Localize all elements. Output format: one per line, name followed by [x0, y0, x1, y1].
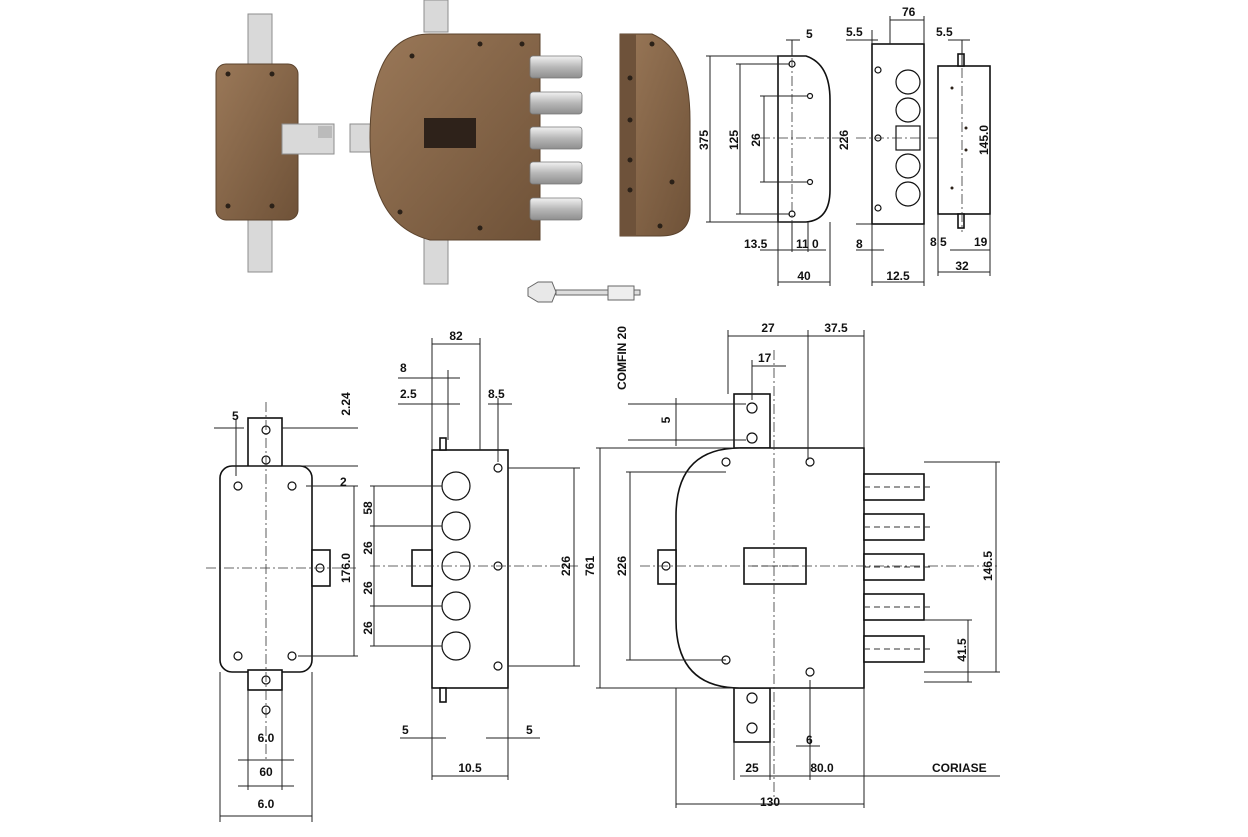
dim-bm-226: 226: [559, 556, 573, 576]
top-view-3: 5.5 145.0 8 5 19 32: [930, 25, 991, 276]
dim-bm-5a: 5: [402, 723, 409, 737]
dim-br-37-5: 37.5: [824, 321, 848, 335]
lock-body-photo: [215, 13, 335, 273]
dim-br-27: 27: [761, 321, 775, 335]
lock-side-photo: [619, 33, 691, 237]
dim-bm-26c: 26: [361, 621, 375, 635]
dim-v3-8-5: 8 5: [930, 235, 947, 249]
dim-bm-26a: 26: [361, 541, 375, 555]
dim-bl-6-0b: 6.0: [258, 797, 275, 811]
dim-bm-82: 82: [449, 329, 463, 343]
dim-v1-26: 26: [749, 133, 763, 147]
dim-v1-375: 375: [697, 130, 711, 150]
dim-br-41-5: 41.5: [955, 638, 969, 662]
bottom-right-view: COMFIN 20 27 37.5 17 5 226 146.5 41.5 6 …: [596, 321, 1000, 809]
dim-bm-761: 761: [583, 556, 597, 576]
dim-v1-11-0: 11 0: [796, 237, 819, 251]
dim-bl-6-0a: 6.0: [258, 731, 275, 745]
label-coriase: CORIASE: [932, 761, 987, 775]
dim-br-226: 226: [615, 556, 629, 576]
dim-bm-8-5: 8.5: [488, 387, 505, 401]
key-icon: [527, 281, 641, 303]
dim-v2-12-5: 12.5: [886, 269, 910, 283]
label-comfin-20: COMFIN 20: [615, 326, 629, 390]
dim-br-146-5: 146.5: [981, 551, 995, 581]
dim-br-25: 25: [745, 761, 759, 775]
dim-v1-125: 125: [727, 130, 741, 150]
dim-bm-5b: 5: [526, 723, 533, 737]
dim-v3-32: 32: [955, 259, 969, 273]
dim-bm-8: 8: [400, 361, 407, 375]
dim-v1-226: 226: [837, 130, 851, 150]
dim-v1-5: 5: [806, 27, 813, 41]
dim-br-80: 80.0: [810, 761, 834, 775]
bolt-set-photo: [529, 55, 583, 221]
dim-bl-2-24: 2.24: [339, 392, 353, 416]
dim-bm-26b: 26: [361, 581, 375, 595]
dim-bm-10-5: 10.5: [458, 761, 482, 775]
dim-v2-8: 8: [856, 237, 863, 251]
dim-v2-76: 76: [902, 5, 916, 19]
dim-v3-19: 19: [974, 235, 988, 249]
dim-br-130: 130: [760, 795, 780, 809]
bolt-set-drawing: [863, 473, 934, 663]
top-view-1: 5 375 125 26 226 13.5 11 0 40: [697, 27, 851, 286]
dim-br-5: 5: [659, 416, 673, 423]
top-view-2: 76 5.5 8 12.5: [846, 5, 940, 286]
dim-v3-5-5: 5.5: [936, 25, 953, 39]
lock-front-photo: [349, 0, 583, 285]
dim-v1-40: 40: [797, 269, 811, 283]
dim-bl-60: 60: [259, 765, 273, 779]
dim-br-6: 6: [806, 733, 813, 747]
dim-bl-5: 5: [232, 409, 239, 423]
dim-br-17: 17: [758, 351, 772, 365]
dim-bm-2-5: 2.5: [400, 387, 417, 401]
bottom-middle-view: 82 8 2.5 8.5 58 26 26 26 226 761 5 5 10.…: [361, 329, 597, 780]
dim-v2-5-5: 5.5: [846, 25, 863, 39]
dim-bm-58: 58: [361, 501, 375, 515]
dim-v3-145: 145.0: [977, 125, 991, 155]
dim-bl-2: 2: [340, 475, 347, 489]
dim-v1-13-5: 13.5: [744, 237, 768, 251]
bottom-left-view: 5 2.24 2 176.0 6.0 60 6.0: [206, 392, 358, 822]
dim-bl-176: 176.0: [339, 553, 353, 583]
